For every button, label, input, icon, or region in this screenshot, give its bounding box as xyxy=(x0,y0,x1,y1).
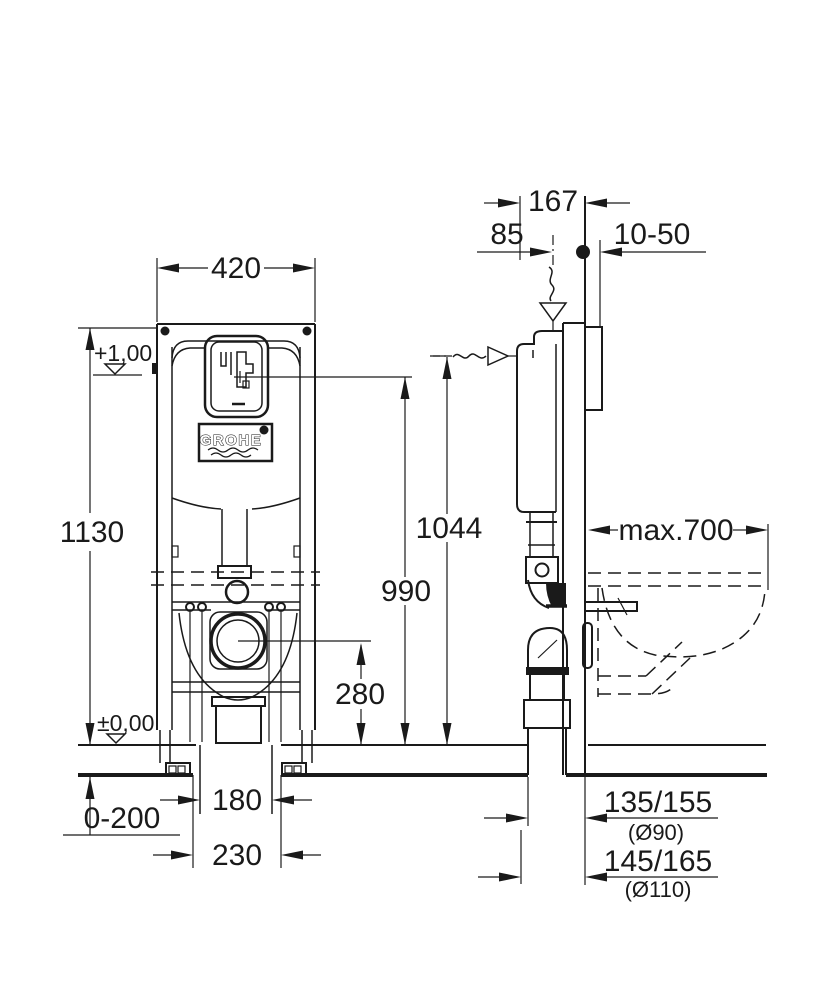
frame-height-label: 1130 xyxy=(60,516,125,549)
top-depth-label: 167 xyxy=(528,185,578,218)
dim-supply-offset: 85 xyxy=(477,218,552,257)
level-marker-floor: ±0,00 xyxy=(97,710,154,745)
dim-bowl-depth: max.700 xyxy=(588,514,769,590)
bowl-depth-label: max.700 xyxy=(618,514,733,547)
bowl-fixing-tab xyxy=(582,622,593,669)
bowl-fixing-bar xyxy=(584,601,638,612)
side-plumbing xyxy=(523,512,571,775)
front-view: 420 1130 +1,00 ±0,00 0-200 xyxy=(60,252,767,872)
drain110-dia-label: (Ø110) xyxy=(625,877,692,902)
actuator-window xyxy=(203,334,412,419)
outlet-bend-height-label: 990 xyxy=(381,575,431,608)
dim-drain-spacing: 180 xyxy=(160,784,312,817)
brand-logo: GROHE xyxy=(197,422,274,463)
adjustable-feet xyxy=(159,730,313,776)
cover-plate xyxy=(585,326,603,411)
mounting-hole-right xyxy=(302,326,312,336)
drain-sleeve xyxy=(523,699,571,729)
dim-top-depth: 167 xyxy=(484,185,630,260)
dim-frame-width: 420 xyxy=(156,252,316,322)
wall-range-label: 10-50 xyxy=(614,218,691,251)
dim-supply-height: 1044 xyxy=(416,355,483,745)
floor-level-label: ±0,00 xyxy=(97,710,154,736)
wall-reference-dot xyxy=(576,245,590,259)
below-floor-drain xyxy=(192,745,282,868)
level-marker-upper: +1,00 xyxy=(93,340,152,376)
outlet-assembly xyxy=(172,601,371,744)
water-squiggle xyxy=(452,353,487,359)
frame-structure xyxy=(152,323,316,730)
dim-drain110-offset: 145/165 (Ø110) xyxy=(478,830,718,902)
registered-dot xyxy=(259,425,269,435)
drain110-offset-label: 145/165 xyxy=(604,845,712,878)
supply-height-label: 1044 xyxy=(416,512,483,545)
drain90-dia-label: (Ø90) xyxy=(628,820,684,845)
supply-symbols xyxy=(430,235,568,367)
upper-level-label: +1,00 xyxy=(94,340,152,366)
dim-cutout-width: 230 xyxy=(153,839,321,872)
drain-elbow xyxy=(527,626,568,667)
dim-floor-buildup: 0-200 xyxy=(63,777,180,836)
dim-outlet-bend-height: 990 xyxy=(381,377,431,745)
frame-width-label: 420 xyxy=(211,252,261,285)
mounting-hole-left xyxy=(160,326,170,336)
cistern-side xyxy=(516,330,563,513)
supply-arrow-symbol xyxy=(487,345,510,367)
floor-buildup-label: 0-200 xyxy=(84,802,161,835)
cutout-width-label: 230 xyxy=(212,839,262,872)
drain90-offset-label: 135/155 xyxy=(604,786,712,819)
drain-spacing-label: 180 xyxy=(212,784,262,817)
brand-logo-text: GROHE xyxy=(200,432,263,449)
dim-outlet-height: 280 xyxy=(335,643,385,745)
rail-clip xyxy=(152,363,158,374)
wc-bowl-outline xyxy=(582,572,766,697)
flush-bend-seal xyxy=(546,583,566,607)
supply-funnel-symbol xyxy=(538,302,568,323)
fixing-rod-hole xyxy=(185,602,195,612)
dim-frame-height: 1130 xyxy=(60,327,156,745)
side-view: 167 85 10-50 xyxy=(430,185,769,902)
dim-wall-range: 10-50 xyxy=(576,218,706,328)
flush-pipe-assembly xyxy=(151,497,320,605)
supply-offset-label: 85 xyxy=(490,218,523,251)
fixing-rod-hole xyxy=(264,602,274,612)
outlet-height-label: 280 xyxy=(335,678,385,711)
dim-drain90-offset: 135/155 (Ø90) xyxy=(484,775,718,885)
drain-seal-band xyxy=(526,667,569,675)
side-frame xyxy=(562,196,603,775)
floor-lines xyxy=(78,744,767,777)
fixing-rod-hole xyxy=(197,602,207,612)
fixing-rod-hole xyxy=(276,602,286,612)
